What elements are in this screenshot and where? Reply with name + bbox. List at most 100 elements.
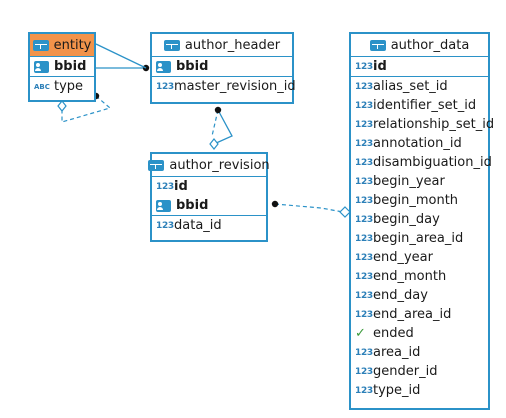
table-header: author_header xyxy=(152,34,292,57)
column-name: id xyxy=(174,179,188,194)
table-author-header[interactable]: author_header bbid 123 master_revision_i… xyxy=(150,32,296,104)
column-name: identifier_set_id xyxy=(373,98,477,113)
column-row[interactable]: 123 end_area_id xyxy=(351,305,488,324)
column-name: id xyxy=(373,59,387,74)
column-row[interactable]: 123 end_month xyxy=(351,267,488,286)
table-title: author_header xyxy=(184,37,281,53)
table-title: author_revision xyxy=(169,157,270,173)
column-row[interactable]: 123 id xyxy=(152,177,266,196)
column-name: type xyxy=(54,79,84,94)
column-row[interactable]: 123 end_day xyxy=(351,286,488,305)
link-revision-data xyxy=(274,203,344,213)
number-icon: 123 xyxy=(355,81,373,92)
column-name: data_id xyxy=(174,218,222,233)
number-icon: 123 xyxy=(156,220,174,231)
column-name: area_id xyxy=(373,345,421,360)
column-row[interactable]: 123 data_id xyxy=(152,215,266,235)
number-icon: 123 xyxy=(355,138,373,149)
column-row[interactable]: bbid xyxy=(30,57,94,76)
table-icon xyxy=(163,39,180,51)
table-author-data[interactable]: author_data 123 id 123 alias_set_id 123 … xyxy=(349,32,494,410)
number-icon: 123 xyxy=(355,290,373,301)
number-icon: 123 xyxy=(355,385,373,396)
column-name: end_day xyxy=(373,288,428,303)
link-endpoint-diamond xyxy=(209,138,219,150)
column-name: bbid xyxy=(54,59,87,74)
table-header: entity xyxy=(30,34,94,57)
column-row[interactable]: 123 annotation_id xyxy=(351,134,488,153)
check-icon: ✓ xyxy=(355,326,366,341)
column-name: end_area_id xyxy=(373,307,452,322)
column-row[interactable]: 123 gender_id xyxy=(351,362,488,381)
column-row[interactable]: 123 begin_day xyxy=(351,210,488,229)
column-row[interactable]: 123 id xyxy=(351,57,488,76)
column-row[interactable]: 123 master_revision_id xyxy=(152,76,296,96)
number-icon: 123 xyxy=(355,271,373,282)
column-row[interactable]: 123 identifier_set_id xyxy=(351,96,488,115)
link-endpoint-dot xyxy=(214,106,222,114)
table-header: author_data xyxy=(351,34,488,57)
key-icon xyxy=(156,60,171,73)
table-icon xyxy=(369,39,386,51)
column-name: begin_year xyxy=(373,174,445,189)
table-author-revision[interactable]: author_revision 123 id bbid 123 data_id xyxy=(148,152,270,242)
column-name: ended xyxy=(373,326,414,341)
number-icon: 123 xyxy=(355,347,373,358)
column-name: bbid xyxy=(176,198,209,213)
column-row[interactable]: bbid xyxy=(152,57,292,76)
table-title: entity xyxy=(53,37,92,53)
table-icon xyxy=(32,39,49,51)
number-icon: 123 xyxy=(355,366,373,377)
column-name: begin_area_id xyxy=(373,231,464,246)
column-name: bbid xyxy=(176,59,209,74)
column-row[interactable]: 123 begin_year xyxy=(351,172,488,191)
link-endpoint-diamond xyxy=(57,100,67,112)
link-header-revision xyxy=(213,109,233,145)
column-row[interactable]: 123 area_id xyxy=(351,343,488,362)
abc-icon: ABC xyxy=(34,82,50,91)
key-icon xyxy=(156,199,171,212)
column-row[interactable]: ABC type xyxy=(30,76,94,96)
column-row[interactable]: 123 begin_area_id xyxy=(351,229,488,248)
key-icon xyxy=(34,60,49,73)
number-icon: 123 xyxy=(156,81,174,92)
column-name: begin_month xyxy=(373,193,459,208)
number-icon: 123 xyxy=(355,252,373,263)
column-name: type_id xyxy=(373,383,421,398)
number-icon: 123 xyxy=(355,214,373,225)
column-name: begin_day xyxy=(373,212,440,227)
column-row[interactable]: 123 relationship_set_id xyxy=(351,115,494,134)
table-title: author_data xyxy=(390,37,470,53)
number-icon: 123 xyxy=(355,309,373,320)
number-icon: 123 xyxy=(156,181,174,192)
number-icon: 123 xyxy=(355,195,373,206)
column-row[interactable]: 123 disambiguation_id xyxy=(351,153,492,172)
column-name: master_revision_id xyxy=(174,79,296,94)
link-endpoint-diamond xyxy=(339,206,351,218)
table-entity[interactable]: entity bbid ABC type xyxy=(28,32,96,102)
link-entity-header xyxy=(95,43,147,69)
link-header-revision-dashed xyxy=(211,109,219,137)
table-icon xyxy=(148,159,165,171)
number-icon: 123 xyxy=(355,157,373,168)
column-row[interactable]: 123 alias_set_id xyxy=(351,76,488,96)
column-row[interactable]: bbid xyxy=(152,196,266,215)
column-name: alias_set_id xyxy=(373,79,448,94)
link-endpoint-dot xyxy=(271,200,279,208)
column-row[interactable]: 123 end_year xyxy=(351,248,488,267)
table-header: author_revision xyxy=(148,154,270,177)
column-name: relationship_set_id xyxy=(373,117,495,132)
number-icon: 123 xyxy=(355,233,373,244)
column-row[interactable]: 123 begin_month xyxy=(351,191,488,210)
column-name: gender_id xyxy=(373,364,438,379)
column-name: end_year xyxy=(373,250,433,265)
number-icon: 123 xyxy=(355,100,373,111)
column-name: end_month xyxy=(373,269,447,284)
column-name: annotation_id xyxy=(373,136,462,151)
column-name: disambiguation_id xyxy=(373,155,492,170)
link-entity-type-self xyxy=(61,95,112,123)
column-row[interactable]: ✓ ended xyxy=(351,324,488,343)
number-icon: 123 xyxy=(355,119,373,130)
column-row[interactable]: 123 type_id xyxy=(351,381,488,400)
